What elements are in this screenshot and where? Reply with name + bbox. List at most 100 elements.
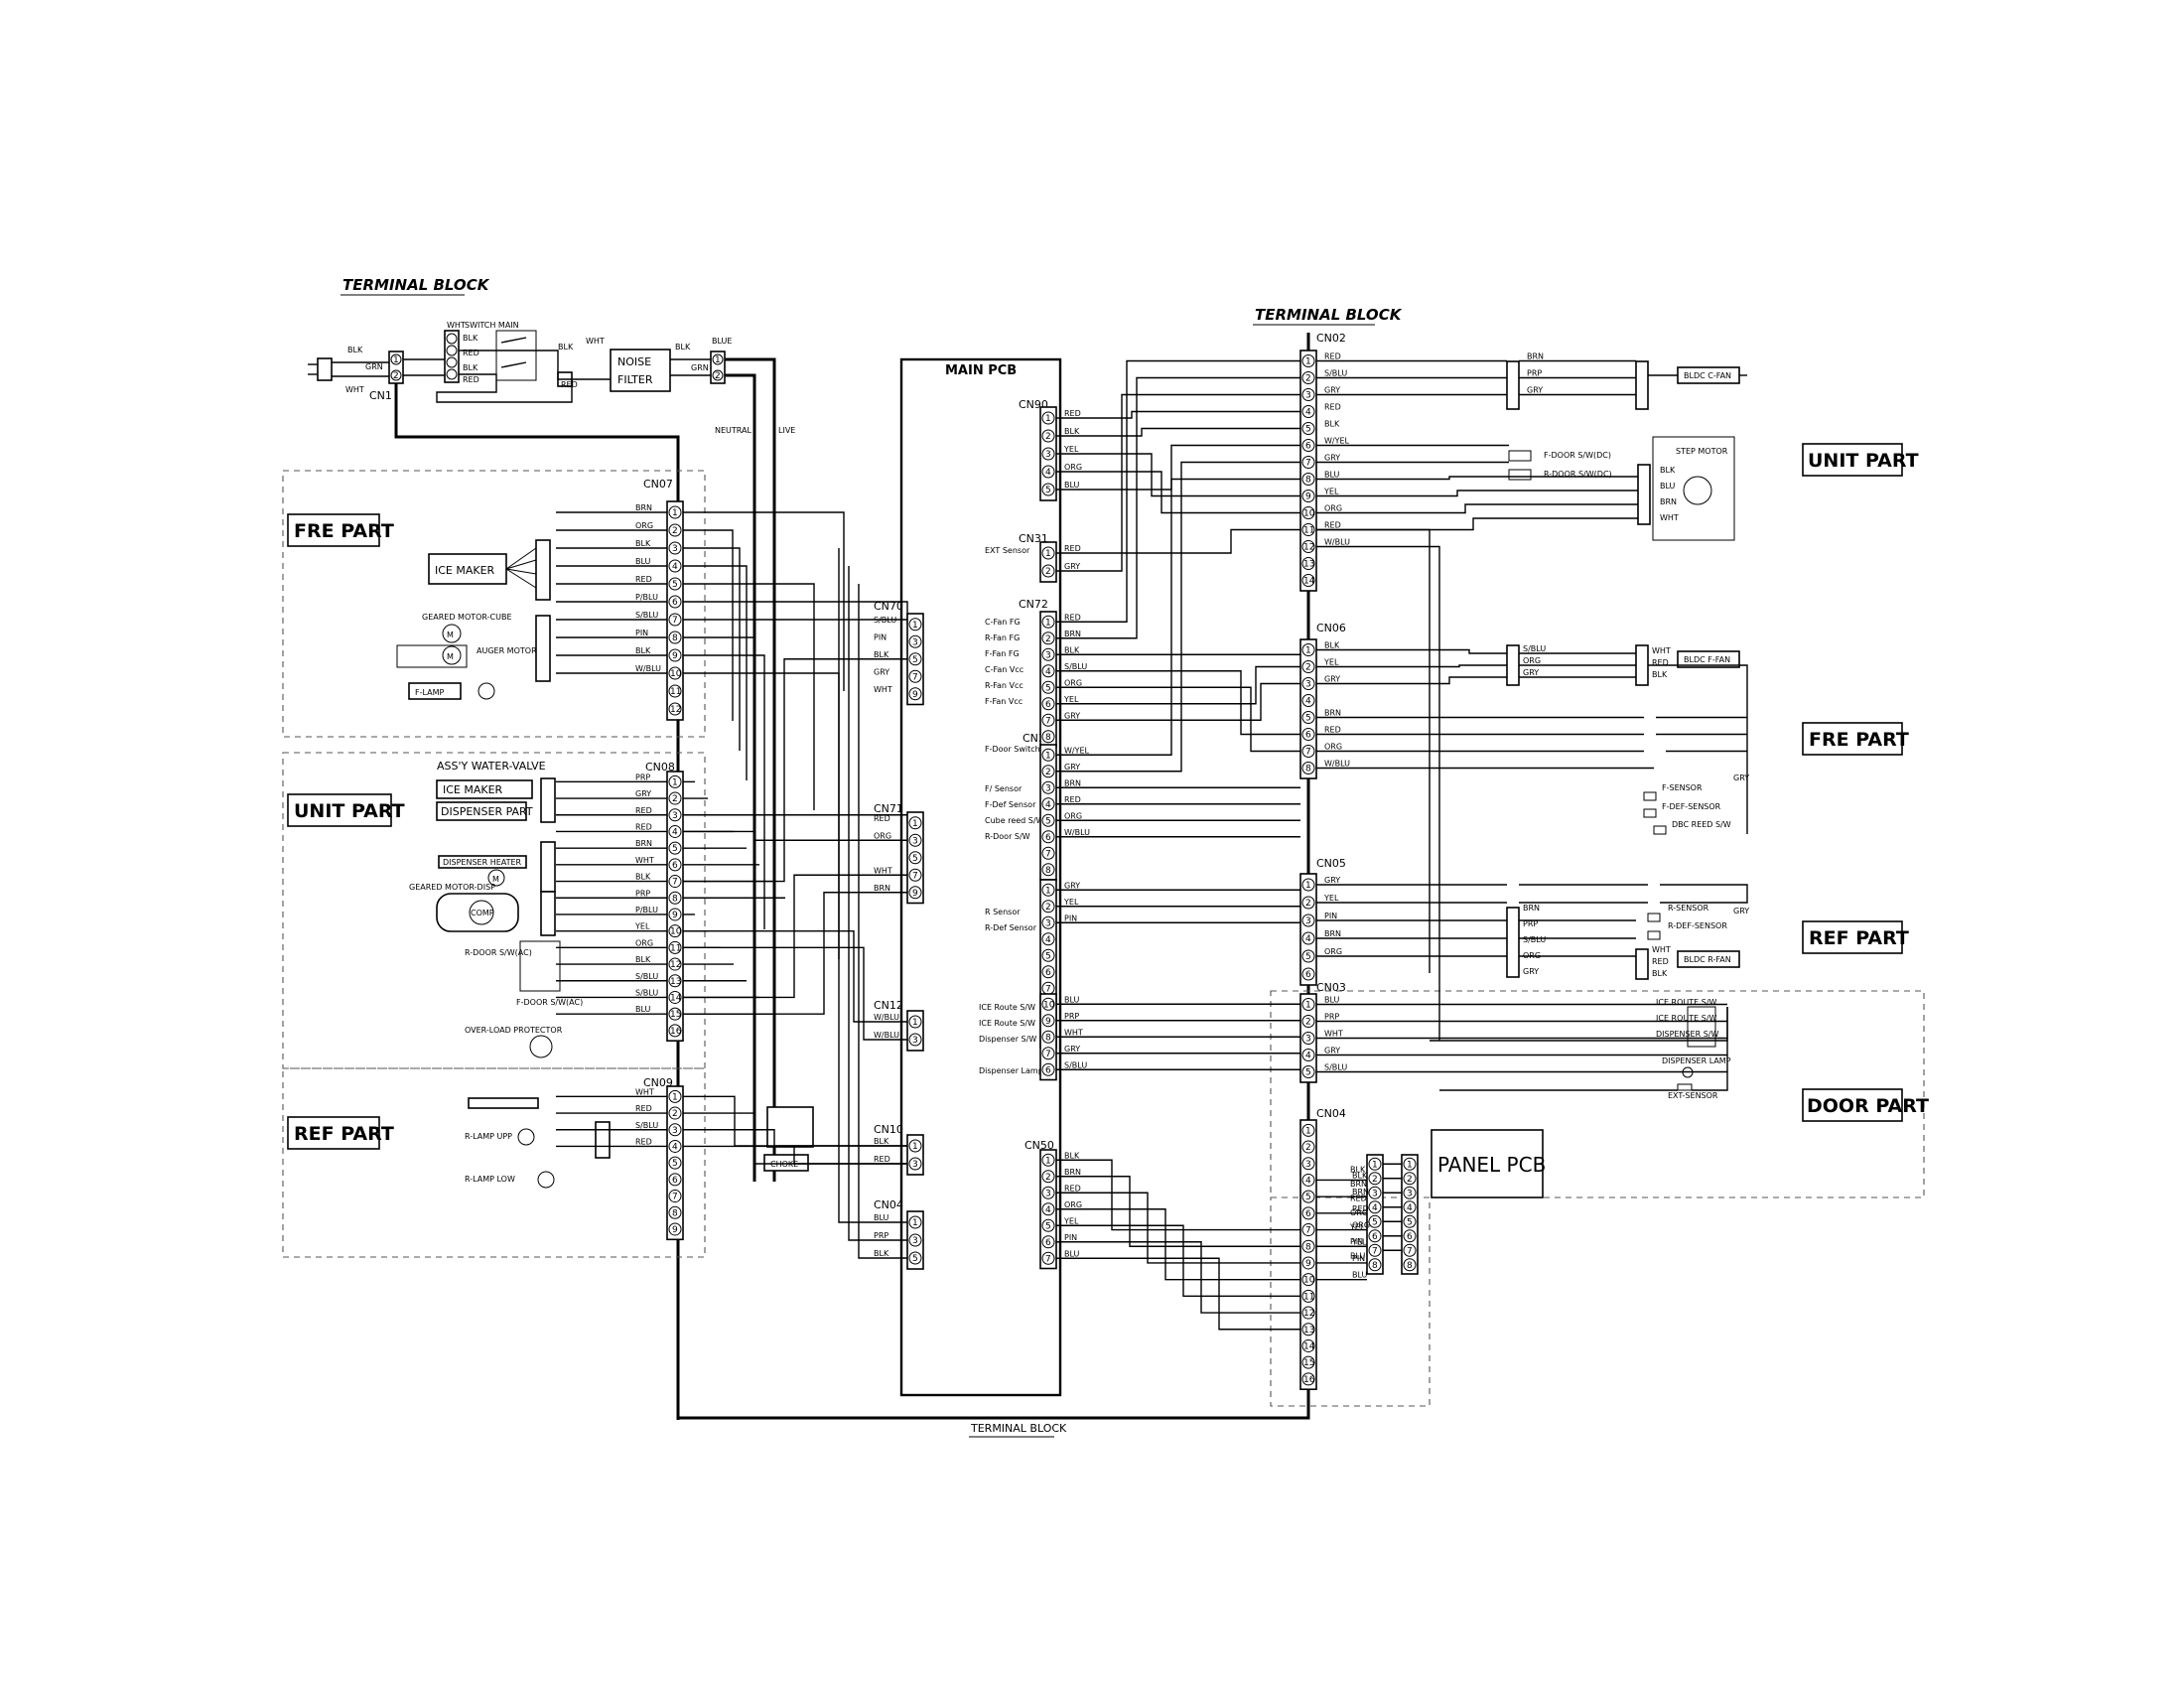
- pin-number: 3: [1305, 391, 1311, 401]
- svg-text:CN02: CN02: [1316, 332, 1346, 345]
- wire-label: ORG: [1523, 656, 1541, 665]
- pin-number: 12: [670, 960, 681, 970]
- step-motor: STEP MOTOR BLK BLU BRN WHT: [1637, 436, 1735, 541]
- ref-part-right-tag: [1802, 920, 1903, 954]
- wire-label: BRN: [1064, 778, 1081, 787]
- svg-text:2: 2: [715, 371, 721, 381]
- svg-text:ICE MAKER: ICE MAKER: [443, 783, 503, 796]
- pin-number: 2: [1305, 1143, 1311, 1153]
- svg-text:R-DEF-SENSOR: R-DEF-SENSOR: [1668, 921, 1727, 930]
- pin-number: 7: [672, 878, 678, 888]
- wire-label: BLU: [1324, 471, 1340, 480]
- wire-label: RED: [874, 1155, 890, 1164]
- wire-label: PRP: [635, 773, 650, 781]
- svg-text:BLDC C-FAN: BLDC C-FAN: [1684, 371, 1731, 380]
- connector-dispenser-block: ICE Route S/W ICE Route S/W Dispenser S/…: [979, 1003, 1043, 1075]
- fre-part-right-tag: [1802, 722, 1903, 756]
- wire-label: GRY: [1064, 881, 1080, 890]
- ice-maker-component: ICE MAKER: [428, 539, 551, 601]
- pin-number: 7: [1045, 1254, 1051, 1264]
- svg-text:R-Def Sensor: R-Def Sensor: [985, 923, 1037, 932]
- pin-number: 8: [1372, 1261, 1378, 1271]
- wire-label: WHT: [635, 856, 654, 865]
- wire-label: BLU: [635, 1005, 651, 1014]
- live-neutral-terminal: 1 2 BLUE: [710, 337, 732, 384]
- pins-cn12: 13: [906, 1010, 924, 1052]
- pin-number: 2: [1045, 567, 1051, 577]
- wire-label: WHT: [874, 866, 892, 875]
- svg-text:REF PART: REF PART: [294, 1123, 394, 1145]
- pin-number: 5: [672, 1159, 678, 1169]
- wire-label: PIN: [1064, 914, 1077, 922]
- svg-text:NOISE: NOISE: [617, 355, 651, 368]
- pin-number: 5: [1372, 1217, 1378, 1227]
- pin-number: 14: [1303, 1341, 1315, 1351]
- switch-main-label: SWITCH MAIN: [465, 321, 519, 330]
- door-part-zone: [1270, 990, 1925, 1198]
- connector-cn04: CN04: [874, 1198, 903, 1211]
- svg-text:WHT: WHT: [447, 321, 466, 330]
- door-part-zone-lower: [1270, 1196, 1431, 1407]
- wire-label: RED: [1352, 1204, 1369, 1213]
- svg-text:OVER-LOAD PROTECTOR: OVER-LOAD PROTECTOR: [465, 1026, 563, 1035]
- wire-label: PRP: [874, 1231, 888, 1240]
- pin-number: 7: [672, 1193, 678, 1202]
- pin-number: 2: [672, 526, 678, 536]
- connector-cn04-right: CN04: [1316, 1107, 1346, 1120]
- unit-part-left-zone: [282, 752, 706, 1069]
- pin-number: 1: [1045, 549, 1051, 559]
- live-label: LIVE: [778, 426, 795, 435]
- svg-text:F-LAMP: F-LAMP: [415, 688, 445, 697]
- wire-label: BLK: [635, 873, 651, 882]
- pin-number: 3: [1305, 1035, 1311, 1045]
- wire-label: S/BLU: [635, 972, 658, 981]
- pins-cn04: 135: [906, 1210, 924, 1270]
- wire-label: S/BLU: [1064, 1060, 1087, 1069]
- door-part-right-tag: [1802, 1088, 1903, 1122]
- pin-number: 1: [1045, 886, 1051, 896]
- pin-number: 9: [672, 651, 678, 661]
- svg-text:M: M: [447, 631, 454, 639]
- pin-number: 5: [672, 580, 678, 590]
- wire-label: GRY: [635, 789, 651, 798]
- pin-number: 1: [1305, 357, 1311, 367]
- wire-label: BLK: [1064, 1151, 1080, 1160]
- pin-number: 4: [1305, 408, 1311, 418]
- wire-label: BLU: [635, 557, 651, 566]
- pin-number: 3: [1372, 1189, 1378, 1198]
- pin-number: 2: [1372, 1175, 1378, 1185]
- pin-number: 1: [672, 508, 678, 518]
- pin-number: 5: [672, 844, 678, 854]
- wire-labels: BRNORGBLKBLUREDP/BLUS/BLUPINBLKW/BLUPRPG…: [634, 352, 1546, 1280]
- svg-text:F-Def Sensor: F-Def Sensor: [985, 800, 1036, 809]
- wire-label: BLK: [1324, 641, 1340, 650]
- connector-cn06: CN06: [1316, 622, 1346, 634]
- pin-number: 4: [1305, 697, 1311, 707]
- pin-number: 6: [1305, 970, 1311, 980]
- wire-label: ORG: [635, 938, 653, 947]
- wire-label: S/BLU: [1324, 369, 1347, 378]
- svg-text:Dispenser Lamp: Dispenser Lamp: [979, 1066, 1043, 1075]
- wire-label: RED: [1064, 613, 1081, 622]
- water-valve: ASS'Y WATER-VALVE ICE MAKER DISPENSER PA…: [436, 760, 556, 823]
- wire-label: GRY: [1064, 562, 1080, 571]
- wire-label: RED: [1064, 409, 1081, 418]
- svg-text:DISPENSER PART: DISPENSER PART: [441, 805, 533, 818]
- pin-number: 2: [1305, 899, 1311, 909]
- connector-cn50: CN50: [1024, 1139, 1054, 1152]
- pin-number: 3: [912, 836, 918, 846]
- svg-text:Dispenser S/W: Dispenser S/W: [979, 1035, 1036, 1044]
- pin-number: 3: [1305, 916, 1311, 926]
- wire-label: BRN: [635, 839, 652, 848]
- neutral-label: NEUTRAL: [715, 426, 751, 435]
- svg-text:GRY: GRY: [1733, 907, 1749, 915]
- svg-text:GRN: GRN: [365, 362, 383, 371]
- wire-label: RED: [1064, 1184, 1081, 1193]
- ref-sensors-right: R-SENSOR R-DEF-SENSOR BLDC R-FAN WHT RED…: [1506, 904, 1749, 980]
- pin-number: 4: [1407, 1203, 1413, 1213]
- pin-number: 12: [670, 705, 681, 715]
- pin-number: 10: [670, 669, 682, 679]
